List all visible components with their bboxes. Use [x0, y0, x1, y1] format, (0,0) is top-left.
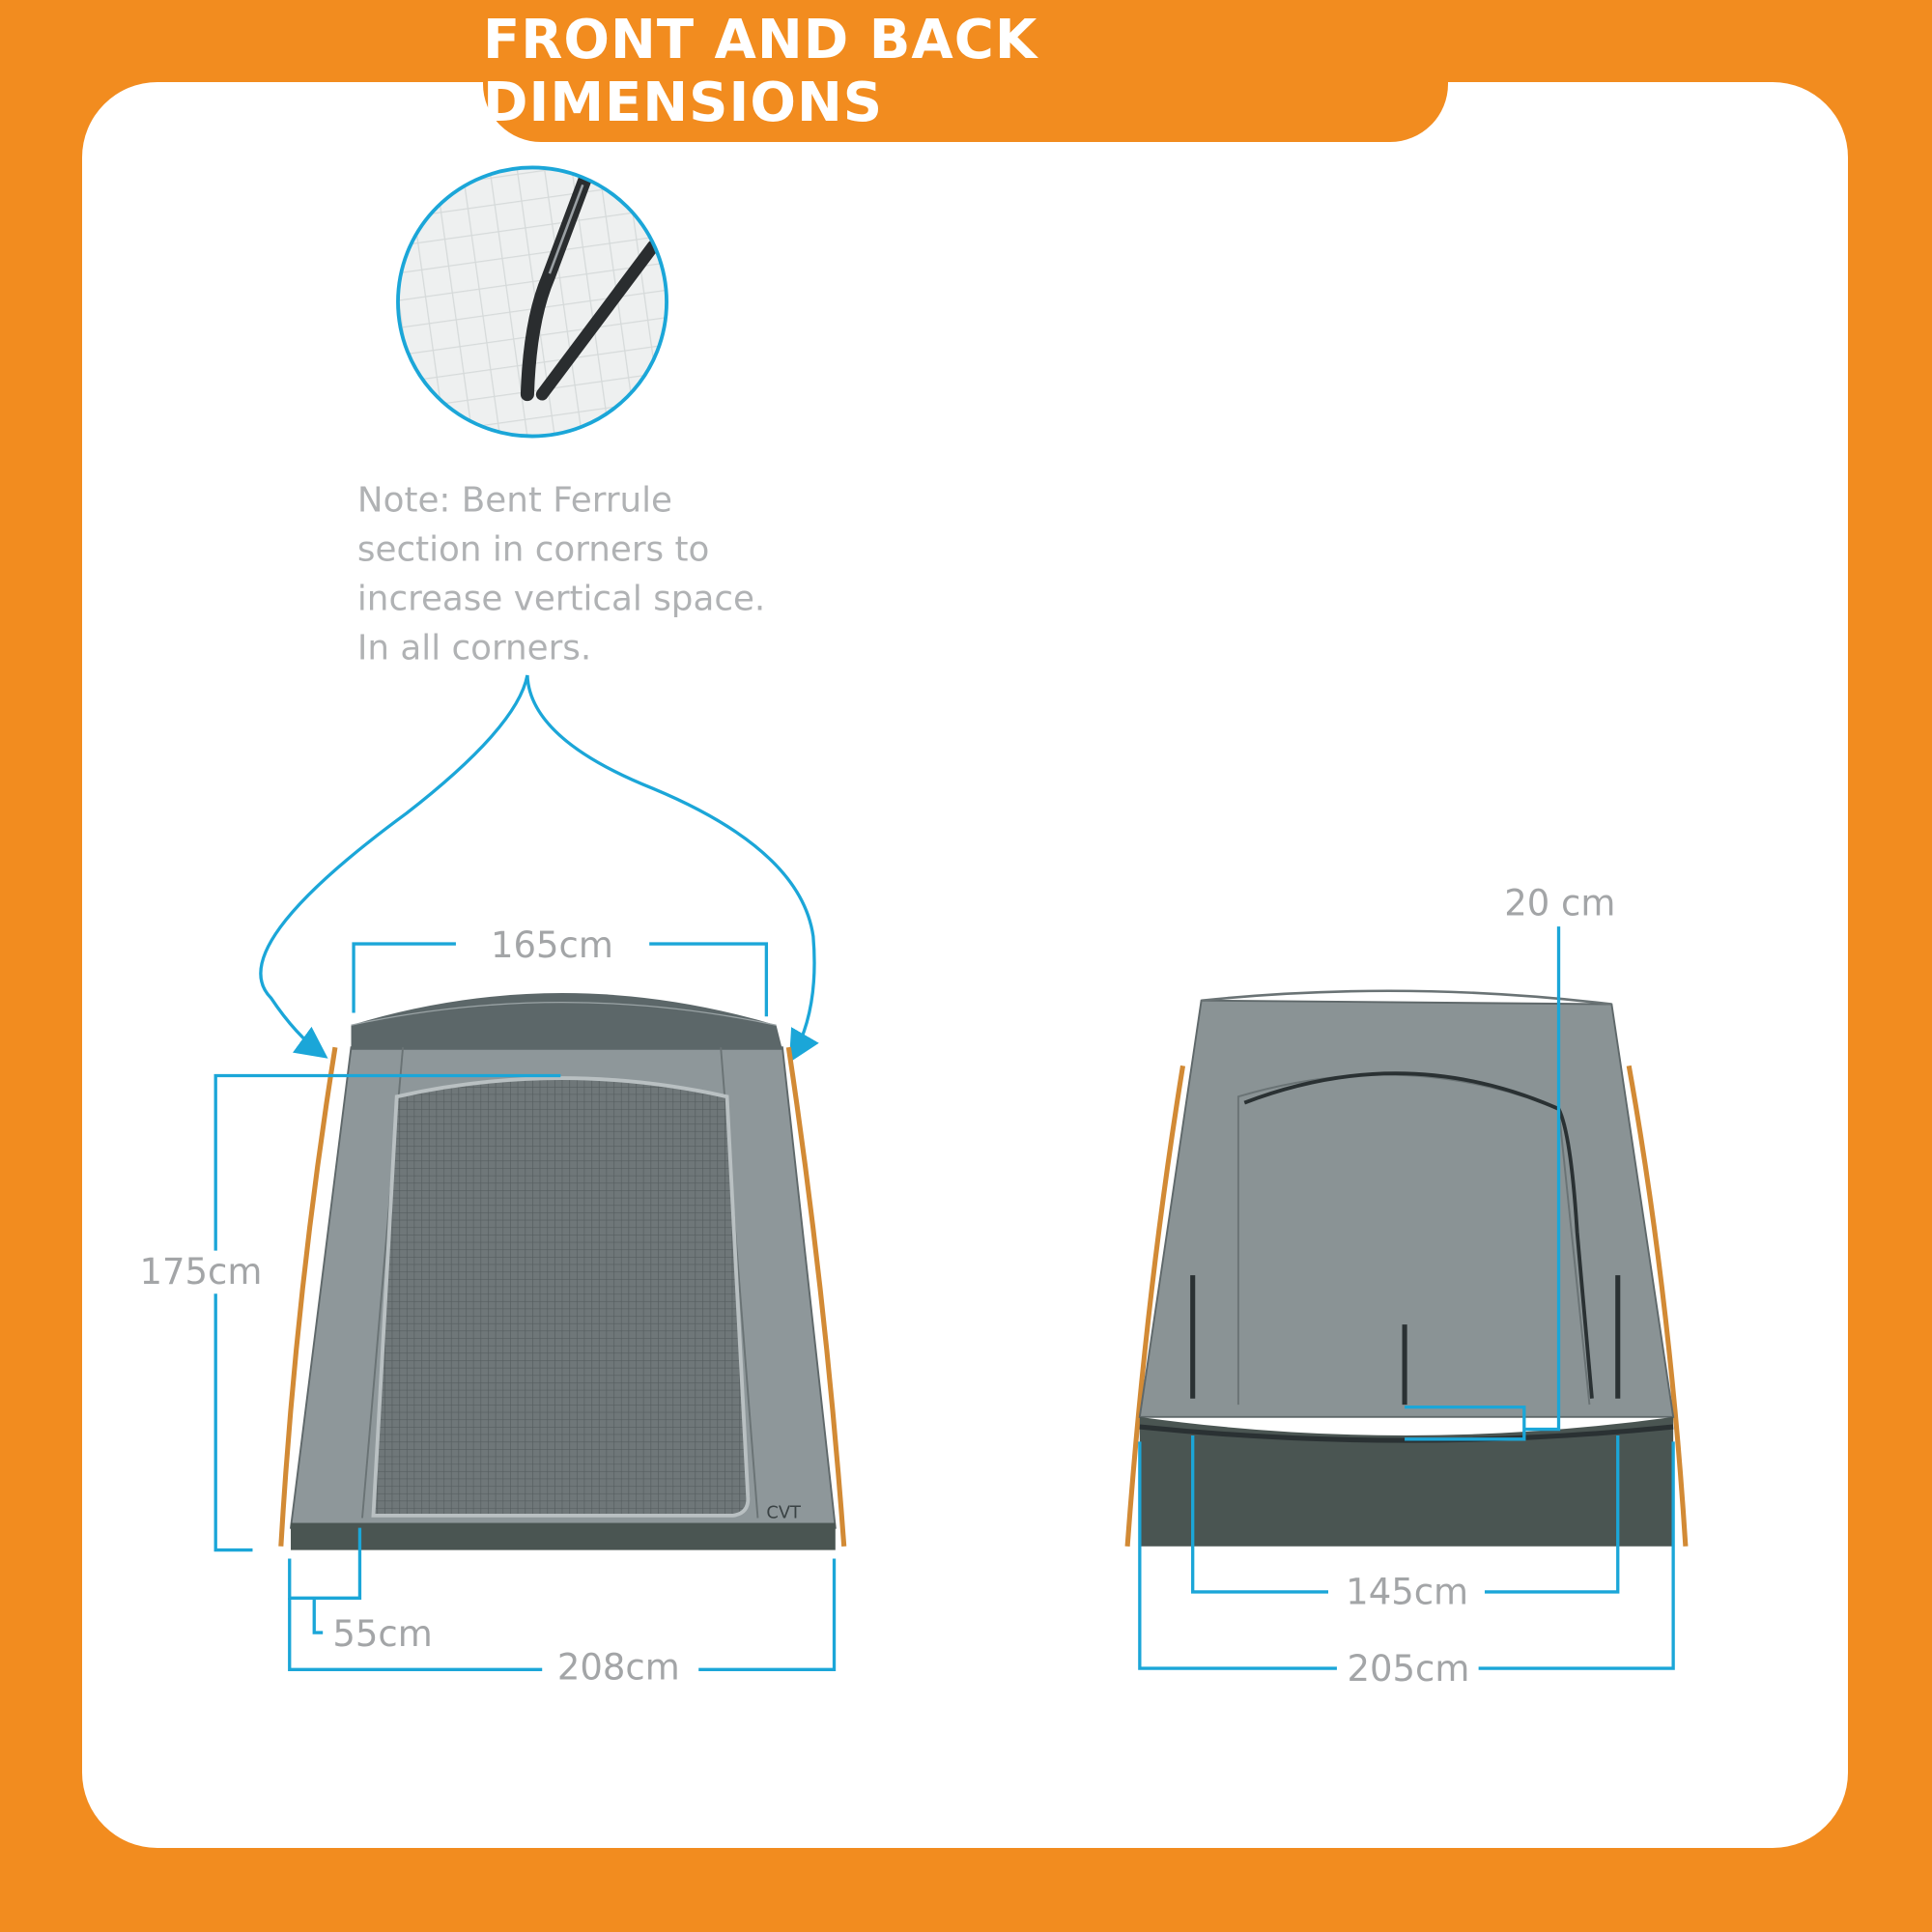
svg-text:CVT: CVT	[766, 1502, 801, 1522]
dim-label-205: 205cm	[1347, 1648, 1469, 1690]
note-text: Note: Bent Ferrule section in corners to…	[357, 480, 765, 668]
title-banner: FRONT AND BACK DIMENSIONS	[483, 0, 1448, 142]
dim-label-145: 145cm	[1346, 1572, 1468, 1613]
front-dimensions: 165cm 175cm 55cm 208cm	[139, 924, 837, 1689]
callout-arrow-right	[526, 674, 819, 1064]
back-tent-illustration	[1124, 989, 1689, 1547]
dim-label-20: 20 cm	[1504, 883, 1615, 924]
dim-label-208: 208cm	[557, 1647, 680, 1689]
note-line: In all corners.	[357, 628, 591, 668]
front-tent-illustration: CVT	[278, 993, 847, 1550]
content-panel	[82, 82, 1848, 1848]
ferrule-closeup-image	[396, 165, 668, 439]
dim-label-165: 165cm	[491, 924, 613, 966]
note-line: Note: Bent Ferrule	[357, 480, 672, 520]
page-title: FRONT AND BACK DIMENSIONS	[483, 8, 1038, 134]
back-dimensions: 20 cm 145cm 205cm	[1138, 883, 1675, 1690]
callout-arrow-left	[259, 674, 529, 1059]
dim-label-175: 175cm	[139, 1251, 262, 1293]
dim-label-55: 55cm	[332, 1613, 432, 1655]
note-line: increase vertical space.	[357, 579, 765, 618]
note-line: section in corners to	[357, 529, 709, 569]
